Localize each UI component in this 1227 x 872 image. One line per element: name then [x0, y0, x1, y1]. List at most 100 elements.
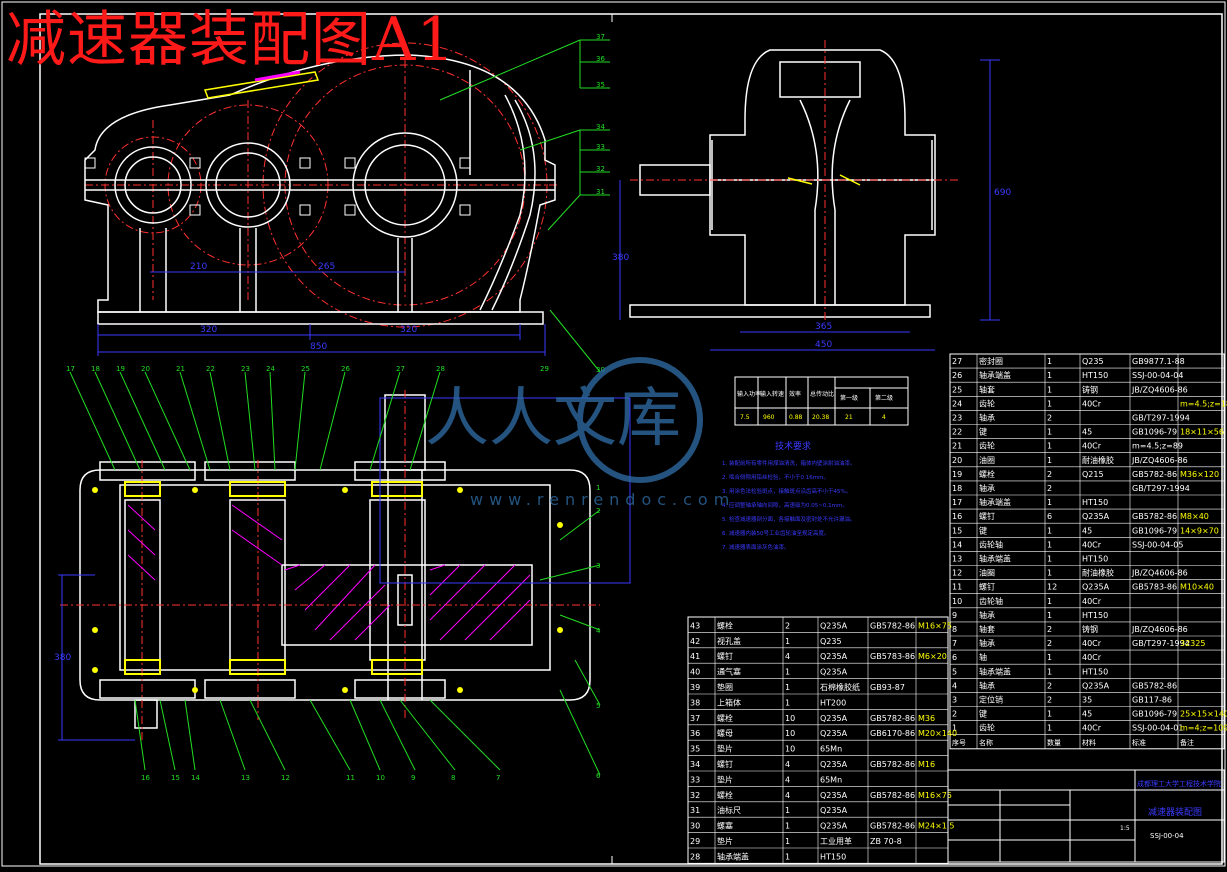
- bom-cell: 43: [690, 621, 700, 630]
- balloon-b1: 15: [171, 774, 180, 782]
- tech-v2: 0.88: [789, 414, 803, 421]
- tech-table-headers: 输入功率 输入转速 效率 总传动比 第一级 第二级: [737, 390, 893, 402]
- bom-cell: 25×15×140: [1180, 710, 1227, 719]
- drawing-title: 减速器装配图A1: [6, 5, 456, 75]
- bom-cell: Q235A: [820, 822, 848, 831]
- bom-cell: 螺钉: [979, 511, 995, 521]
- bom-cell: 40Cr: [1082, 724, 1102, 733]
- balloon-33: 33: [596, 143, 605, 151]
- bom-cell: GB5782-86: [870, 822, 915, 831]
- bom-cell: ZB 70-8: [870, 837, 902, 846]
- bom-cell: 油圈: [979, 455, 995, 465]
- bom-cell: JB/ZQ4606-86: [1131, 385, 1188, 394]
- bom-cell: SSJ-00-04-04: [1132, 371, 1183, 380]
- bom-cell: GB5783-86: [870, 652, 915, 661]
- bom-cell: 垫圈: [717, 682, 733, 692]
- front-dimension-lines: [97, 271, 546, 356]
- bom-cell: GB5782-86: [870, 760, 915, 769]
- balloon-t8: 25: [301, 365, 310, 373]
- front-dimension-texts: 210 265 320 320 850: [190, 262, 417, 352]
- balloon-b6: 10: [376, 774, 385, 782]
- bom-cell: 10: [952, 597, 962, 606]
- bom-cell: Q235A: [820, 668, 848, 677]
- bom-cell: 40Cr: [1082, 399, 1102, 408]
- balloon-b15: 1: [596, 484, 600, 492]
- bom-cell: 12: [1047, 583, 1057, 592]
- tech-h4: 第一级: [840, 394, 858, 402]
- bom-cell: 1: [1047, 611, 1052, 620]
- bom-cell: 32325: [1180, 639, 1205, 648]
- balloon-b7: 9: [411, 774, 415, 782]
- balloon-t4: 21: [176, 365, 185, 373]
- watermark: 人人文库 www.renrendoc.com: [425, 357, 729, 509]
- bom-cell: GB5783-86: [1132, 583, 1177, 592]
- front-view: 210 265 320 320 850: [84, 33, 610, 373]
- bom-cell: 6: [1047, 512, 1052, 521]
- bom-cell: 10: [785, 729, 795, 738]
- plan-dimension-lines: [58, 397, 631, 741]
- bom-cell: SSJ-00-04-01: [1132, 724, 1183, 733]
- bom-cell: M10×40: [1180, 583, 1214, 592]
- balloon-b4: 12: [281, 774, 290, 782]
- balloon-b0: 16: [141, 774, 150, 782]
- bom-cell: 耐油橡胶: [1082, 568, 1114, 578]
- bom-cell: 15: [952, 526, 962, 535]
- bom-cell: 29: [690, 837, 700, 846]
- bom-cell: 36: [690, 729, 700, 738]
- bom-cell: GB5782-86: [1132, 512, 1177, 521]
- dim-front-0: 210: [190, 262, 207, 272]
- balloon-b8: 8: [451, 774, 455, 782]
- bom-cell: 螺栓: [979, 469, 995, 479]
- bom-cell: Q235A: [1082, 681, 1110, 690]
- bom-cell: Q235A: [820, 806, 848, 815]
- balloon-b3: 13: [241, 774, 250, 782]
- bom-cell: 齿轮轴: [979, 539, 1003, 549]
- bom-cell: 轴承: [979, 610, 995, 620]
- bom-cell: SSJ-00-04-05: [1132, 540, 1183, 549]
- bom-cell: GB5782-86: [1132, 681, 1177, 690]
- bom-cell: 1: [785, 852, 790, 861]
- dim-front-2: 320: [200, 325, 217, 335]
- bom-cell: HT150: [1082, 498, 1108, 507]
- bom-cell: 1: [1047, 667, 1052, 676]
- bom-cell: 1: [1047, 399, 1052, 408]
- front-bolts: [84, 157, 471, 216]
- bom-cell: 40Cr: [1082, 597, 1102, 606]
- balloon-t6: 23: [241, 365, 250, 373]
- title-school: 成都理工大学工程技术学院: [1137, 779, 1221, 788]
- bom-cell: 22: [952, 428, 962, 437]
- bom-cell: GB5782-86: [1132, 470, 1177, 479]
- bom-cell: 1: [785, 637, 790, 646]
- plan-balloons-top: 17 18 19 20 21 22 23 24 25 26 27 28 29 3…: [66, 365, 605, 374]
- bom-cell: Q235A: [820, 652, 848, 661]
- bom-cell: m=4;z=109: [1180, 724, 1227, 733]
- bom-cell: 视孔盖: [717, 636, 741, 646]
- bom-cell: 垫片: [717, 836, 733, 846]
- bom-cell: 1: [785, 683, 790, 692]
- bom-cell: 35: [1082, 696, 1092, 705]
- bom-cell: 65Mn: [820, 775, 842, 784]
- bom-cell: Q235A: [820, 714, 848, 723]
- bom-cell: M16×75: [918, 791, 952, 800]
- bom-cell: 螺钉: [717, 759, 733, 769]
- bom-cell: 12: [952, 569, 962, 578]
- bom-cell: 油标尺: [717, 805, 741, 815]
- bom-cell: 密封圈: [979, 356, 1003, 366]
- bom-cell: GB/T297-1994: [1132, 414, 1190, 423]
- bom-cell: 螺栓: [717, 790, 733, 800]
- bom-cell: 铸钢: [1082, 624, 1098, 634]
- bom-cell: 2: [785, 621, 790, 630]
- bom-cell: 1: [785, 698, 790, 707]
- bom-header-cell: 材料: [1082, 738, 1096, 747]
- bom-cell: 1: [1047, 456, 1052, 465]
- balloon-t12: 29: [540, 365, 549, 373]
- plan-hatching: [127, 504, 531, 641]
- bom-cell: 2: [1047, 414, 1052, 423]
- side-dimension-lines: [619, 59, 1000, 351]
- bom-cell: 20: [952, 456, 962, 465]
- bom-cell: GB9877.1-88: [1132, 357, 1185, 366]
- bom-cell: 螺栓: [717, 620, 733, 630]
